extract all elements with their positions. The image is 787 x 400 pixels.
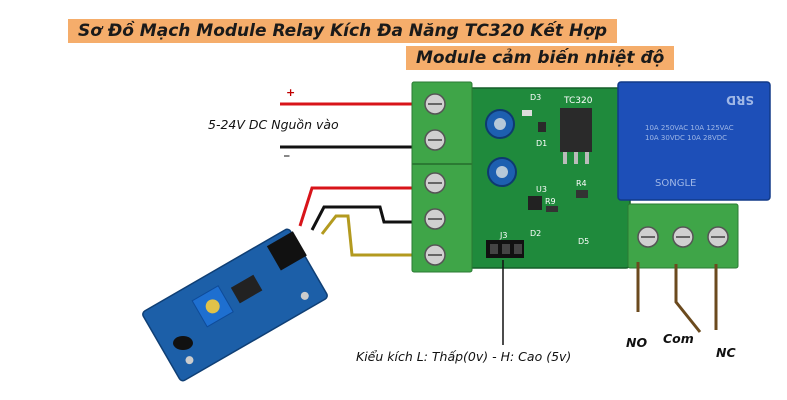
- capacitors: [485, 109, 517, 187]
- diagram-title-line-2: Module cảm biến nhiệt độ: [406, 46, 675, 70]
- component-label-j3: J3: [499, 231, 507, 240]
- power-minus-sign: _: [284, 144, 290, 157]
- sensor-wire-black: [310, 205, 425, 231]
- sensor-wire-yellow: [320, 214, 425, 257]
- component-label-d2: D2: [530, 229, 541, 238]
- output-label-no: NO: [626, 335, 648, 350]
- output-label-com: Com: [663, 331, 694, 346]
- relay-rating-1: 10A 250VAC 10A 125VAC: [645, 124, 734, 132]
- wire-com: [674, 264, 702, 333]
- relay-rating-2: 10A 30VDC 10A 28VDC: [645, 134, 727, 142]
- power-plus-sign: +: [286, 86, 296, 99]
- component-label-d1: D1: [536, 139, 547, 148]
- relay: [617, 81, 771, 201]
- component-label-d3: D3: [530, 93, 541, 102]
- component-label-u3: U3: [536, 185, 547, 194]
- thermistor-probe: [173, 336, 193, 350]
- diagram-title-line-1: Sơ Đồ Mạch Module Relay Kích Đa Năng TC3…: [68, 19, 618, 43]
- component-label-r9: R9: [545, 197, 556, 206]
- tc320-chip: [560, 108, 592, 152]
- relay-maker: SONGLE: [655, 178, 696, 189]
- component-label-r4: R4: [576, 179, 587, 188]
- relay-module-pcb: [447, 87, 631, 269]
- output-label-nc: NC: [716, 345, 736, 360]
- relay-brand: SRD: [726, 93, 754, 107]
- sensor-wire-red: [298, 186, 425, 227]
- chip-label: TC320: [563, 96, 593, 106]
- component-label-d5: D5: [578, 237, 589, 246]
- trigger-mode-label: Kiểu kích L: Thấp(0v) - H: Cao (5v): [356, 349, 572, 364]
- power-input-label: 5-24V DC Nguồn vào: [208, 117, 339, 132]
- temperature-sensor-module: [142, 228, 328, 382]
